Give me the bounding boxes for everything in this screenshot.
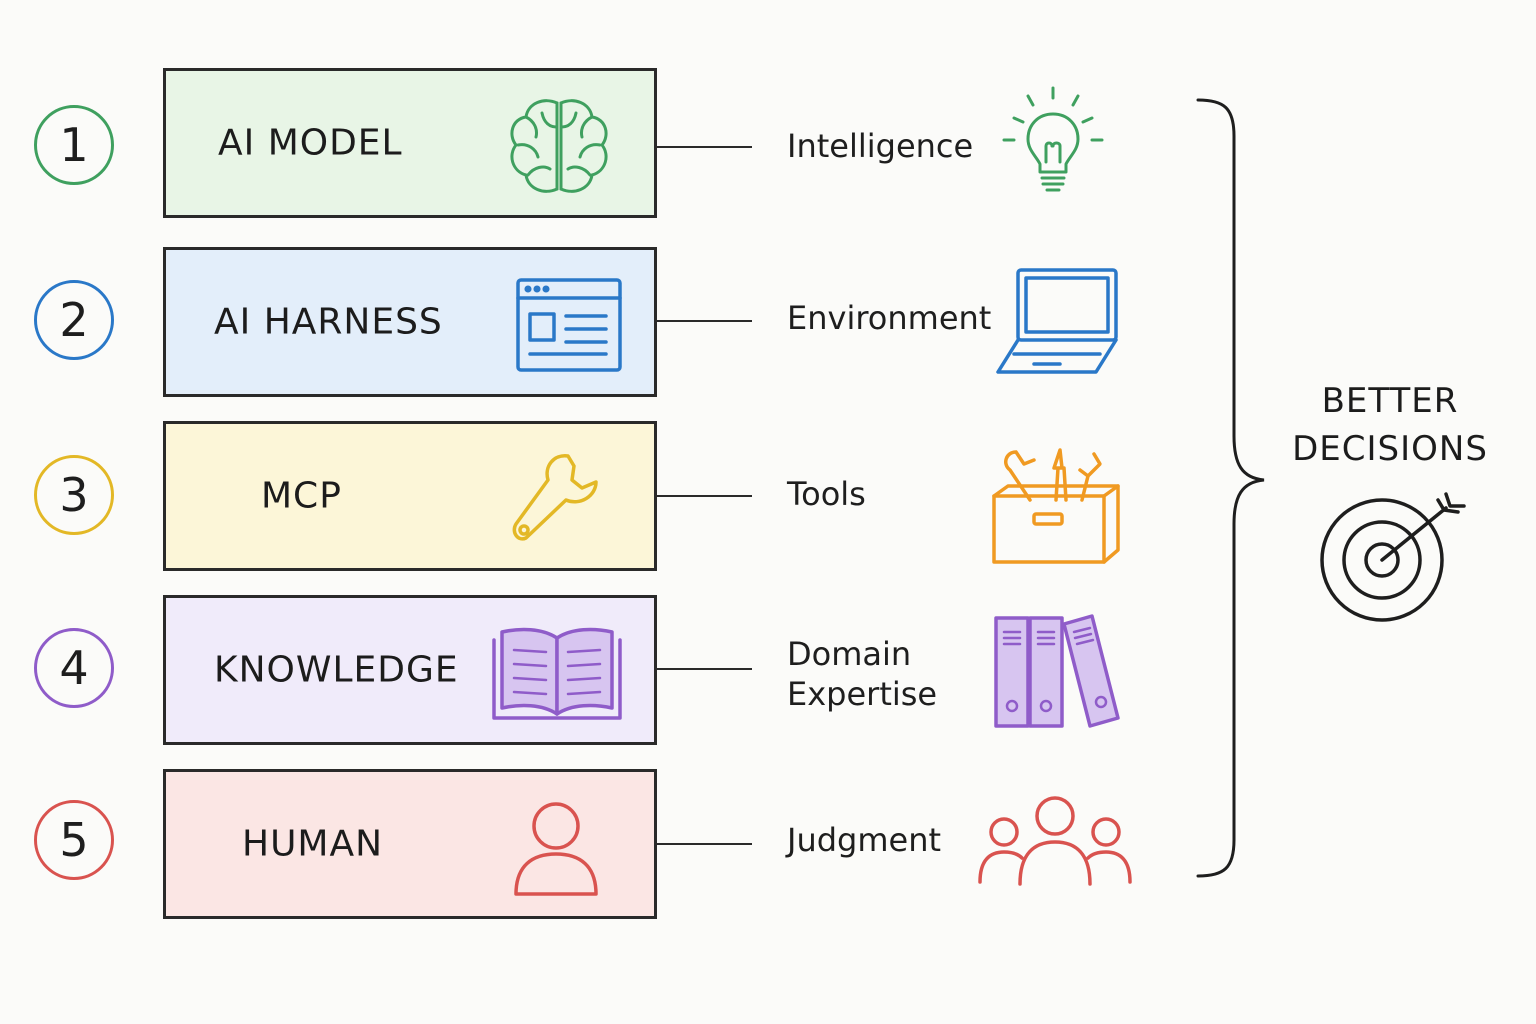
lightbulb-icon bbox=[1002, 86, 1104, 192]
binders-icon bbox=[994, 614, 1120, 728]
brain-icon bbox=[510, 99, 608, 193]
target-icon bbox=[1320, 492, 1466, 622]
layer-box-knowledge: KNOWLEDGE bbox=[163, 595, 657, 745]
outcome-line-1: BETTER bbox=[1321, 381, 1459, 421]
person-icon bbox=[514, 802, 598, 896]
laptop-icon bbox=[996, 268, 1118, 374]
layer-label: AI HARNESS bbox=[214, 301, 443, 343]
role-label-environment: Environment bbox=[787, 299, 992, 337]
role-line-1: Domain bbox=[787, 635, 912, 673]
layer-box-mcp: MCP bbox=[163, 421, 657, 571]
layer-box-ai-harness: AI HARNESS bbox=[163, 247, 657, 397]
role-label-judgment: Judgment bbox=[787, 821, 942, 859]
connector-line bbox=[657, 843, 752, 845]
step-number-3: 3 bbox=[34, 455, 114, 535]
wrench-icon bbox=[512, 454, 598, 541]
role-label-domain-expertise: Domain Expertise bbox=[787, 634, 937, 714]
connector-line bbox=[657, 668, 752, 670]
outcome-line-2: DECISIONS bbox=[1292, 428, 1488, 469]
layer-label: HUMAN bbox=[242, 823, 384, 865]
browser-window-icon bbox=[516, 278, 622, 372]
layer-label: AI MODEL bbox=[218, 122, 403, 164]
role-label-intelligence: Intelligence bbox=[787, 127, 974, 165]
layer-box-human: HUMAN bbox=[163, 769, 657, 919]
step-number-1: 1 bbox=[34, 105, 114, 185]
role-label-tools: Tools bbox=[787, 475, 866, 513]
role-line-2: Expertise bbox=[787, 675, 938, 713]
layer-label: MCP bbox=[261, 475, 342, 517]
connector-line bbox=[657, 495, 752, 497]
open-book-icon bbox=[492, 627, 622, 720]
step-number-4: 4 bbox=[34, 628, 114, 708]
layer-label: KNOWLEDGE bbox=[214, 649, 459, 691]
connector-line bbox=[657, 320, 752, 322]
connector-line bbox=[657, 146, 752, 148]
step-number-2: 2 bbox=[34, 280, 114, 360]
group-icon bbox=[978, 796, 1132, 886]
layer-box-ai-model: AI MODEL bbox=[163, 68, 657, 218]
toolbox-icon bbox=[992, 448, 1120, 564]
step-number-5: 5 bbox=[34, 800, 114, 880]
outcome-title: BETTER DECISIONS bbox=[1290, 378, 1490, 473]
curly-brace bbox=[1196, 98, 1265, 878]
